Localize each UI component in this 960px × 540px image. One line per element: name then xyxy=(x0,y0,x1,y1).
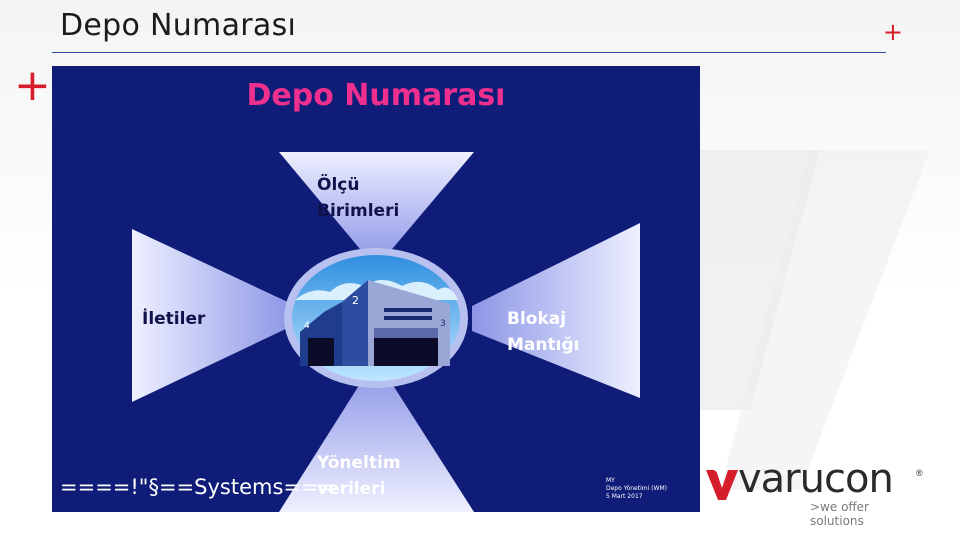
label-blocking-logic: Blokaj Mantığı xyxy=(507,306,579,358)
beam-top xyxy=(279,152,474,261)
varucon-logo: varucon ® >we offer solutions xyxy=(706,456,926,528)
beam-right xyxy=(472,223,640,398)
beams-diagram: 2 3 4 xyxy=(132,152,640,512)
slide-title: Depo Numarası xyxy=(60,8,297,43)
label-measurement-units-line1: Ölçü xyxy=(317,175,360,195)
diagram-title: Depo Numarası xyxy=(246,78,506,113)
beam-bottom xyxy=(279,368,474,512)
label-routing-data-line1: Yöneltim xyxy=(317,453,401,473)
label-routing-data: Yöneltim verileri xyxy=(317,450,401,502)
systems-footer-text: ====!"§==Systems=== xyxy=(60,475,337,499)
label-routing-data-line2: verileri xyxy=(317,479,386,499)
building-number-2: 2 xyxy=(352,294,359,307)
footnote-line1: MY xyxy=(606,477,615,484)
label-measurement-units-line2: Birimleri xyxy=(317,201,400,221)
logo-brand-text: varucon xyxy=(738,456,894,502)
label-messages: İletiler xyxy=(142,309,206,329)
plus-icon-top-right: + xyxy=(882,18,903,46)
warehouse-number-diagram: 2 3 4 Depo Numarası Ölçü Birimleri İleti… xyxy=(52,66,700,512)
logo-registered-mark: ® xyxy=(916,468,923,478)
warehouse-building-icon: 2 3 4 xyxy=(284,248,468,388)
label-blocking-logic-line1: Blokaj xyxy=(507,309,567,329)
footnote-line2: Depo Yönetimi (WM) xyxy=(606,485,667,492)
plus-icon-left: + xyxy=(14,60,51,111)
varucon-v-mark-icon xyxy=(706,470,738,500)
footnote-line3: 5 Mart 2017 xyxy=(606,493,643,500)
label-blocking-logic-line2: Mantığı xyxy=(507,335,580,355)
panel-footnote: MY Depo Yönetimi (WM) 5 Mart 2017 xyxy=(606,477,667,501)
label-measurement-units: Ölçü Birimleri xyxy=(317,172,399,224)
watermark-v-shape xyxy=(660,150,930,490)
title-divider xyxy=(52,52,886,53)
building-number-4: 4 xyxy=(304,321,310,331)
building-number-3: 3 xyxy=(440,319,446,329)
logo-tagline: >we offer solutions xyxy=(810,500,869,528)
beam-left xyxy=(132,229,292,402)
